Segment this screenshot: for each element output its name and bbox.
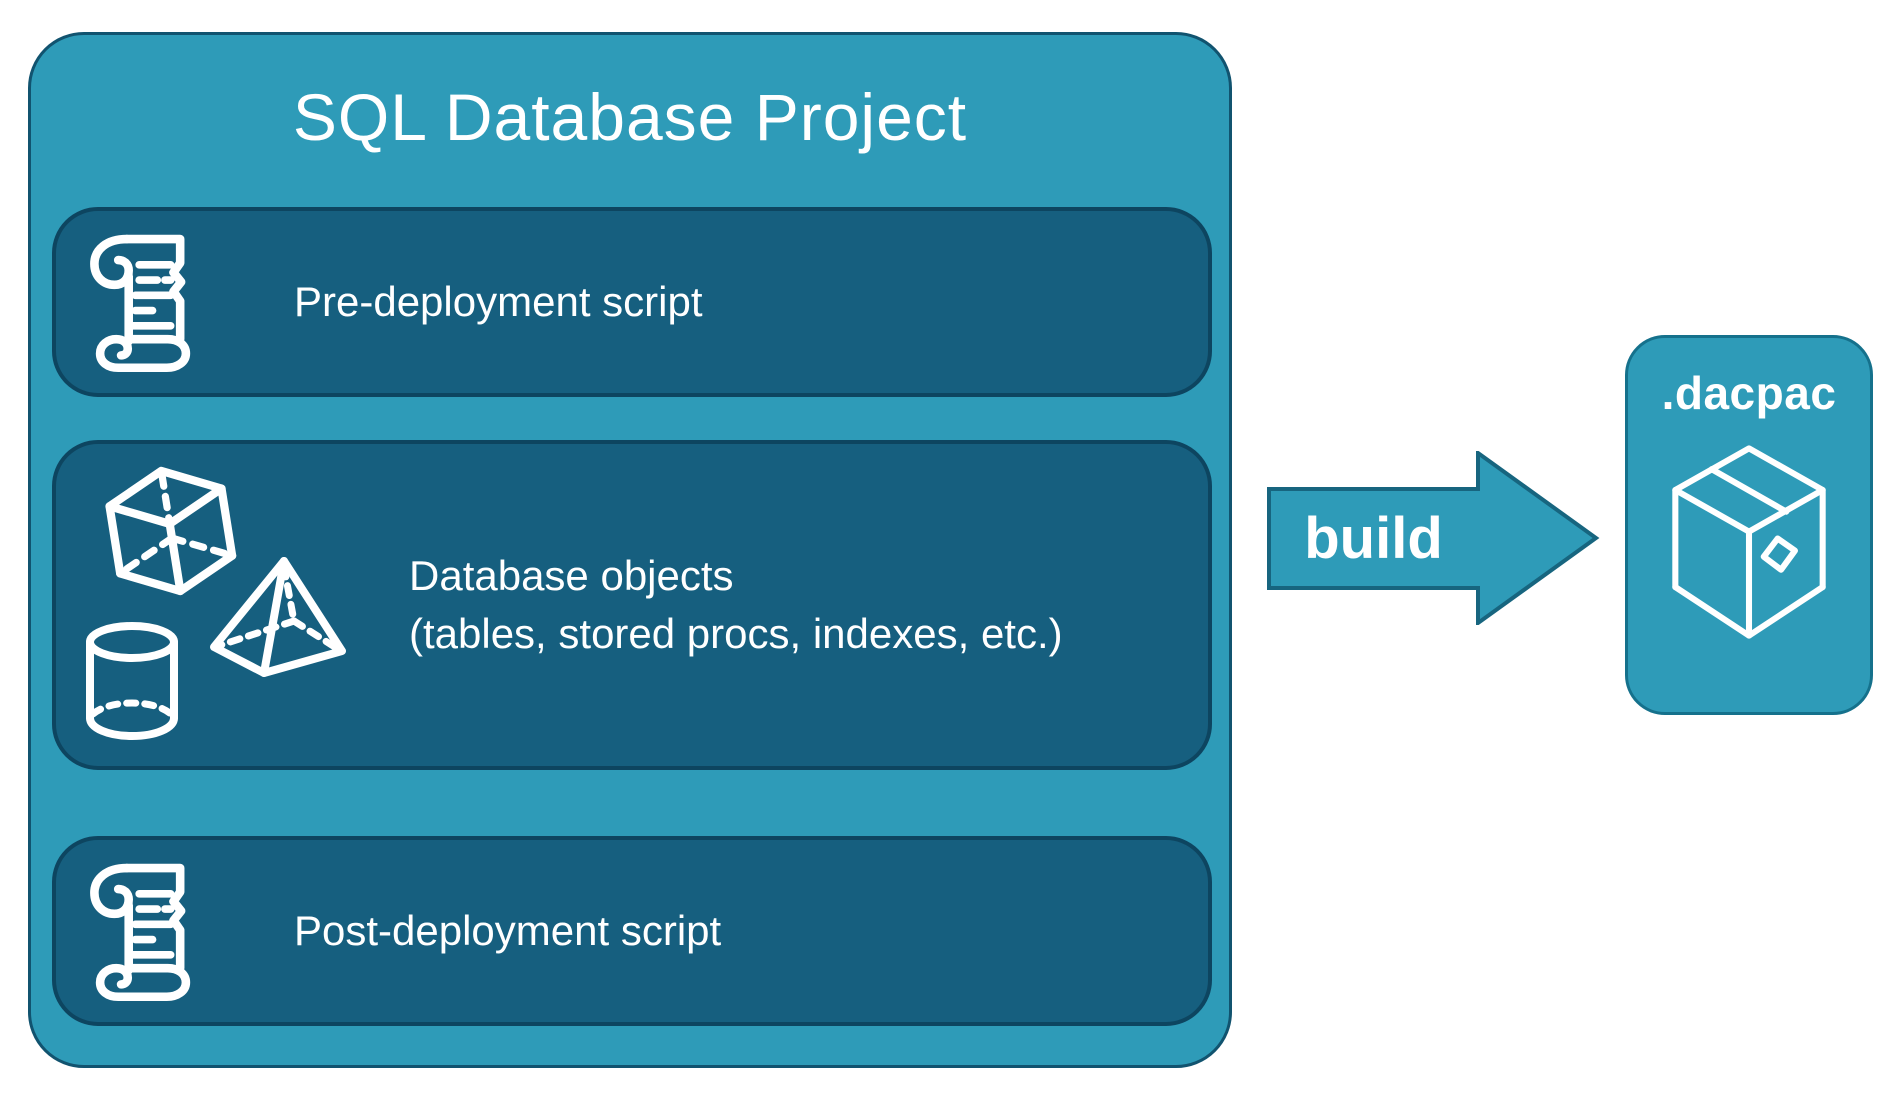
scroll-icon (82, 855, 204, 1007)
arrow-right-icon (1267, 451, 1600, 625)
panel-sublabel: (tables, stored procs, indexes, etc.) (409, 610, 1063, 657)
panel-label: Database objects (409, 552, 734, 599)
package-icon (1658, 436, 1840, 648)
panel-label: Pre-deployment script (294, 278, 703, 325)
cube-icon (94, 454, 248, 609)
build-arrow: build (1266, 451, 1600, 625)
post-deployment-panel: Post-deployment script (52, 836, 1212, 1026)
panel-label-block: Database objects (tables, stored procs, … (409, 547, 1063, 663)
cylinder-icon (80, 620, 184, 742)
project-title: SQL Database Project (292, 80, 968, 154)
build-label: build (1304, 506, 1443, 571)
pyramid-icon (204, 554, 352, 680)
pre-deployment-panel: Pre-deployment script (52, 207, 1212, 397)
panel-label: Post-deployment script (294, 907, 722, 954)
dacpac-label: .dacpac (1661, 367, 1837, 419)
sql-database-project-container: SQL Database Project (28, 32, 1232, 1068)
shapes-cluster (80, 460, 400, 756)
scroll-icon (82, 226, 204, 378)
dacpac-card: .dacpac (1625, 335, 1873, 715)
database-objects-panel: Database objects (tables, stored procs, … (52, 440, 1212, 770)
